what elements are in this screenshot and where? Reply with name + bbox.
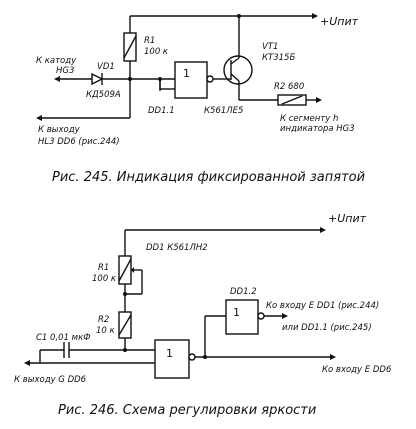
dd-ref: DD1.1 bbox=[148, 106, 175, 116]
resistor-hatch bbox=[123, 35, 137, 59]
dd1-arrow bbox=[282, 313, 288, 319]
gate-dd1-2 bbox=[225, 299, 259, 335]
r1-ref: R1 bbox=[98, 263, 109, 273]
c1-label: C1 0,01 мкФ bbox=[36, 333, 91, 343]
r1-ref: R1 bbox=[144, 36, 155, 46]
output-arrow bbox=[36, 115, 42, 121]
figure-245: +Uпит R1 100 к К катоду HG3 VD1 КД509А 1… bbox=[36, 13, 365, 185]
vt1-ref: VT1 bbox=[262, 42, 278, 52]
gate-inversion bbox=[206, 75, 214, 83]
resistor-hatch bbox=[118, 314, 132, 336]
input-label-1: Ко входу E DD1 (рис.244) bbox=[266, 301, 379, 311]
r1-value: 100 к bbox=[92, 274, 117, 284]
resistor-hatch bbox=[281, 95, 303, 105]
supply-arrow bbox=[320, 227, 326, 233]
e-arrow bbox=[330, 354, 336, 360]
cathode-label-1: К катоду bbox=[36, 56, 77, 66]
g-arrow bbox=[24, 360, 30, 366]
gate-lower bbox=[154, 339, 190, 379]
wiper-arrow bbox=[131, 267, 134, 273]
gate-dd1-1 bbox=[174, 61, 208, 99]
gate-inversion bbox=[188, 353, 196, 361]
e-input-label: Ко входу E DD6 bbox=[322, 365, 392, 375]
dd1-label: DD1 К561ЛН2 bbox=[146, 243, 208, 253]
vt1-type: КТ315Б bbox=[262, 53, 295, 63]
r1-value: 100 к bbox=[144, 47, 169, 57]
supply-label: +Uпит bbox=[320, 15, 359, 28]
vd1-type: КД509А bbox=[86, 90, 121, 100]
dd12-ref: DD1.2 bbox=[230, 287, 257, 297]
gate-symbol: 1 bbox=[166, 347, 173, 360]
r2-value: 10 к bbox=[96, 326, 116, 336]
resistor-hatch bbox=[118, 258, 132, 282]
caption-246: Рис. 246. Схема регулировки яркости bbox=[58, 403, 316, 418]
r2-label: R2 680 bbox=[274, 82, 304, 92]
g-label: К выходу G DD6 bbox=[14, 375, 87, 385]
figure-246: +Uпит DD1 К561ЛН2 R1 100 к R2 10 к C1 0,… bbox=[14, 212, 392, 418]
emitter bbox=[230, 73, 240, 82]
vd1-ref: VD1 bbox=[97, 62, 115, 72]
cathode-label-2: HG3 bbox=[56, 66, 74, 76]
dd-type: К561ЛЕ5 bbox=[204, 106, 243, 116]
caption-245: Рис. 245. Индикация фиксированной запято… bbox=[52, 170, 365, 185]
gate-symbol: 1 bbox=[233, 306, 240, 319]
junction-dot bbox=[123, 292, 127, 296]
segment-arrow bbox=[316, 97, 322, 103]
diode-vd1 bbox=[91, 72, 104, 86]
cathode-arrow bbox=[54, 76, 60, 82]
segment-label-1: К сегменту h bbox=[280, 114, 338, 124]
output-label-1: К выходу bbox=[38, 125, 81, 135]
gate-inversion bbox=[257, 312, 265, 320]
supply-label: +Uпит bbox=[328, 212, 367, 225]
output-label-2: HL3 DD6 (рис.244) bbox=[38, 137, 120, 147]
r2-ref: R2 bbox=[98, 315, 109, 325]
junction-dot bbox=[123, 348, 127, 352]
collector bbox=[230, 57, 240, 65]
segment-label-2: индикатора HG3 bbox=[280, 124, 355, 134]
gate-symbol: 1 bbox=[183, 67, 190, 80]
input-label-2: или DD1.1 (рис.245) bbox=[282, 323, 372, 333]
supply-arrow bbox=[312, 13, 318, 19]
